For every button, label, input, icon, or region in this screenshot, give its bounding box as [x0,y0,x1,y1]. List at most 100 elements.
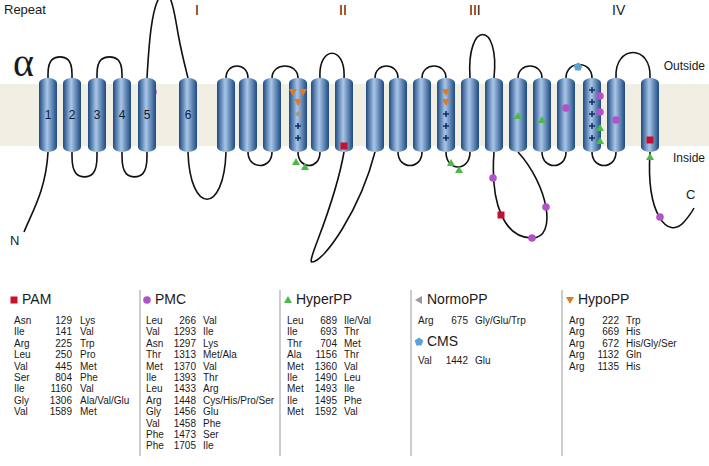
segment-number: 4 [119,109,126,121]
residue-cell: Asn [14,316,31,327]
residue-cell: Arg [569,350,585,361]
position-cell: 672 [602,339,619,350]
charge-sign [589,123,595,129]
substitution-cell: Ser [203,430,219,441]
charge-sign [443,111,449,117]
position-cell: 1589 [50,407,72,418]
substitution-cell: Cys/His/Pro/Ser [203,396,274,407]
hypopp-marker [442,89,450,96]
substitution-cell: Glu [475,356,491,367]
charge-sign [589,111,595,117]
hypopp-marker [299,89,307,96]
residue-cell: Ile [287,327,298,338]
residue-cell: Met [146,362,163,373]
membrane-band [0,84,709,146]
residue-cell: Ser [14,373,30,384]
position-cell: 1135 [597,362,619,373]
hyperpp-marker [514,112,522,119]
pmc-marker [596,108,604,116]
legend-symbol [284,296,292,303]
residue-cell: Asn [146,339,163,350]
substitution-cell: Val [80,384,94,395]
substitution-cell: Thr [344,327,359,338]
linker-loop [311,152,375,262]
segment-number: 5 [144,109,151,121]
position-cell: 1293 [174,327,196,338]
segment-cylinder [607,78,625,152]
repeat-number: I [195,3,199,18]
position-cell: 1306 [50,396,72,407]
legend-text: PAM [22,292,51,307]
segment-cylinder: 3 [88,78,106,152]
legend-text: NormoPP [427,292,488,307]
table-rules [140,290,562,456]
residue-cell: Ile [146,373,157,384]
position-cell: 704 [320,339,337,350]
legend-symbol [143,296,151,304]
substitution-cell: Ile [203,327,214,338]
position-cell: 1156 [315,350,337,361]
repeat-loops [226,53,344,165]
segment-cylinder: 4 [113,78,131,152]
loop-connector [72,152,97,177]
hyperpp-marker [646,153,654,160]
position-cell: 250 [55,350,72,361]
hyperpp-marker [301,163,309,170]
substitution-cell: Phe [344,396,362,407]
position-cell: 1495 [315,396,337,407]
segment-cylinder: 5 [138,78,156,152]
substitution-cell: Pro [80,350,96,361]
substitution-cell: Met [344,339,361,350]
substitution-cell: Glu [203,407,219,418]
column-rule [562,290,563,456]
substitution-cell: His [626,362,640,373]
pmc-marker [596,92,604,100]
pmc-marker [489,174,497,182]
column-rule [280,290,281,456]
residue-cell: Val [14,407,28,418]
repeat-number: III [469,3,481,18]
substitution-cell: His [626,327,640,338]
position-cell: 693 [320,327,337,338]
segment-cylinder [335,78,353,152]
pmc-marker [562,104,570,112]
residue-cell: Ile [14,384,25,395]
position-cell: 1493 [315,384,337,395]
substitution-cell: Met [80,407,97,418]
residue-cell: Gly [146,407,161,418]
residue-cell: Arg [569,362,585,373]
residue-cell: Thr [146,350,161,361]
legend-text: HyperPP [296,292,352,307]
position-cell: 689 [320,316,337,327]
segment-number: 3 [94,109,101,121]
position-cell: 1313 [174,350,196,361]
substitution-cell: Gly/Glu/Trp [475,316,526,327]
position-cell: 1132 [597,350,619,361]
hypopp-marker [289,89,297,96]
segment-cylinder [557,78,575,152]
substitution-cell: Trp [626,316,641,327]
residue-cell: Met [287,384,304,395]
position-cell: 1448 [174,396,196,407]
pmc-markers [149,88,664,242]
substitution-cell: Met/Ala [203,350,237,361]
segment-cylinder [437,78,455,152]
segment-cylinder [217,78,235,152]
residue-cell: Ala [287,350,301,361]
loop-connector [97,57,122,78]
loop-connector [48,57,72,78]
segment-cylinder: 6 [179,78,197,152]
segment-cylinder [311,78,329,152]
residue-cell: Arg [14,339,30,350]
position-cell: 129 [55,316,72,327]
linker-loop [493,152,547,238]
n-terminus [24,152,48,232]
hyperpp-marker [447,159,455,166]
charge-sign [589,87,595,93]
charge-sign [443,135,449,141]
residue-cell: Val [146,419,160,430]
substitution-cell: Val [344,407,358,418]
segment-cylinder [413,78,431,152]
substitution-cell: Phe [203,419,221,430]
charge-sign [443,123,449,129]
